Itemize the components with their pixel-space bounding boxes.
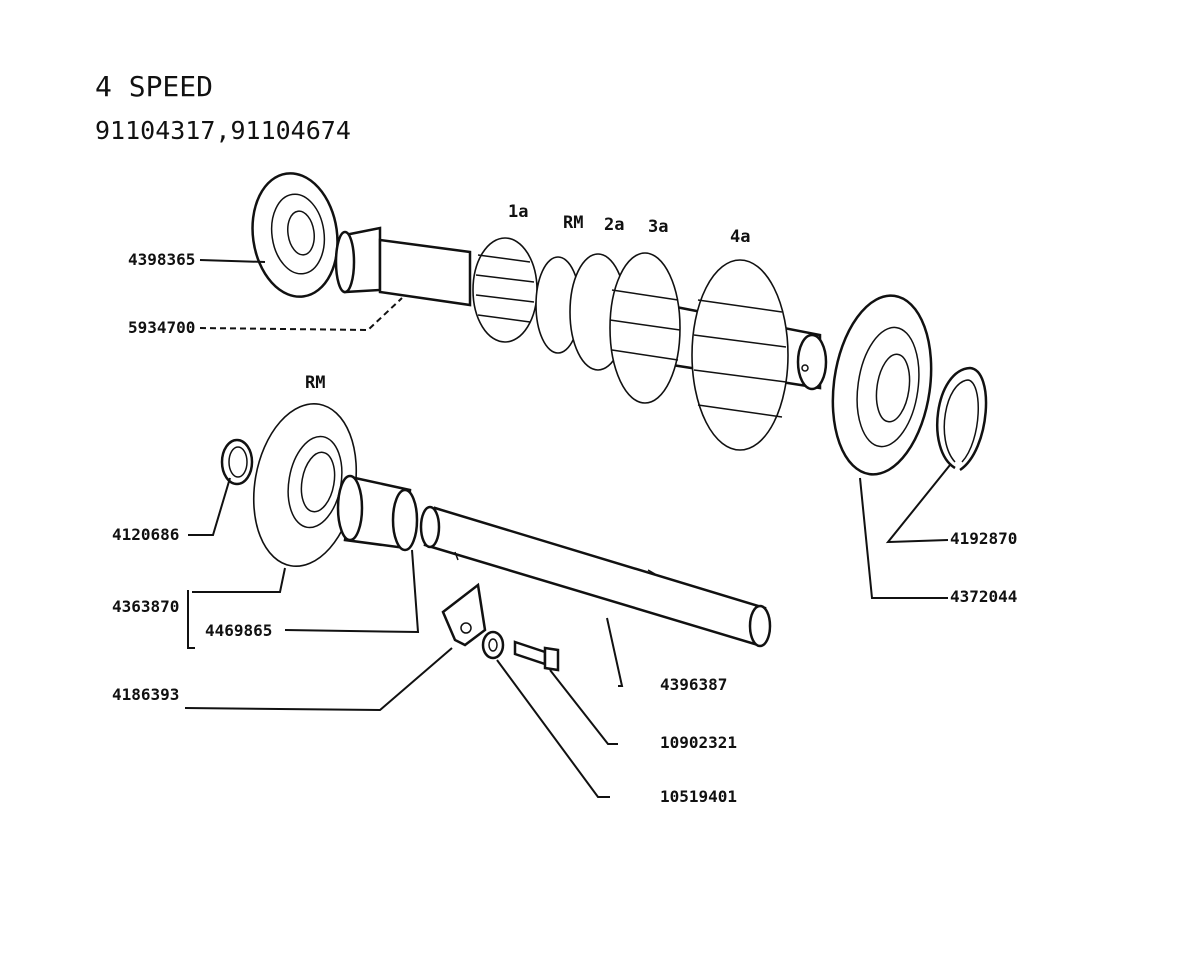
gear-label-rm-idler: RM xyxy=(305,373,325,393)
callout-lock-plate: 4186393 xyxy=(112,685,179,704)
callout-snap-ring-left: 4120686 xyxy=(112,525,179,544)
callout-washer: 10519401 xyxy=(660,787,737,806)
page-title: 4 SPEED xyxy=(95,70,214,103)
first-gear-icon xyxy=(472,237,538,343)
callout-bolt: 10902321 xyxy=(660,733,737,752)
gear-label-1a: 1a xyxy=(508,202,528,222)
third-gear-icon xyxy=(609,252,681,404)
ball-bearing-right-icon xyxy=(831,294,933,476)
callout-bearing-right: 4372044 xyxy=(950,587,1017,606)
gear-label-2a: 2a xyxy=(604,215,624,235)
ball-bearing-left-icon xyxy=(251,172,339,298)
assembly-part-numbers: 91104317,91104674 xyxy=(95,116,351,145)
lock-plate-icon xyxy=(441,582,487,647)
fourth-gear-icon xyxy=(691,259,789,451)
gear-label-4a: 4a xyxy=(730,227,750,247)
idler-shaft-icon xyxy=(419,505,772,648)
callout-main-shaft: 5934700 xyxy=(128,318,195,337)
gear-label-3a: 3a xyxy=(648,217,668,237)
callout-bushing: 4469865 xyxy=(205,621,272,640)
bolt-icon xyxy=(513,640,560,672)
callout-snap-ring-right: 4192870 xyxy=(950,529,1017,548)
callout-reverse-gear-assy: 4363870 xyxy=(112,597,179,616)
gear-label-rm-top: RM xyxy=(563,213,583,233)
snap-ring-right-icon xyxy=(936,366,988,472)
callout-idler-shaft: 4396387 xyxy=(660,675,727,694)
snap-ring-left-icon xyxy=(220,438,254,486)
reverse-idler-gear-icon xyxy=(252,402,358,568)
washer-icon xyxy=(481,630,505,660)
leader-lines xyxy=(184,259,951,798)
bushing-icon xyxy=(336,474,419,552)
callout-bearing-left: 4398365 xyxy=(128,250,195,269)
